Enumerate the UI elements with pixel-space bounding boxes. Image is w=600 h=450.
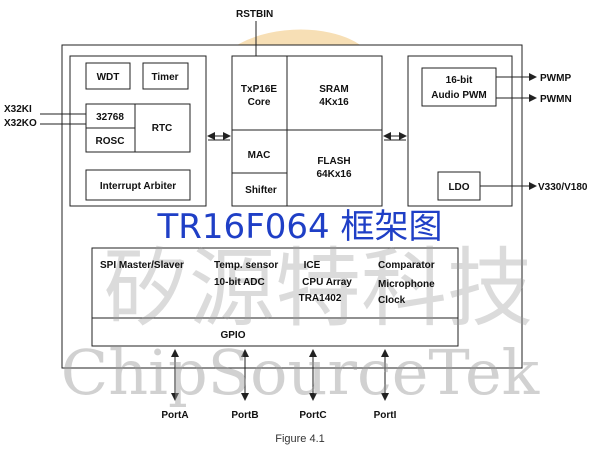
rstbin-label: RSTBIN [236, 9, 273, 20]
sram-label-1: SRAM [319, 84, 348, 95]
spi-label: SPI Master/Slaver [100, 260, 184, 271]
figure-caption: Figure 4.1 [275, 433, 325, 445]
timer-box [142, 62, 189, 90]
x32ki-label: X32KI [4, 104, 32, 115]
bus-arrow-right [383, 132, 407, 141]
cpu-array-label: CPU Array [302, 277, 352, 288]
title-overlay: TR16F064 框架图 [157, 207, 443, 247]
timer-label: Timer [151, 72, 178, 83]
portc-label: PortC [299, 410, 326, 421]
gpio-label: GPIO [220, 330, 245, 341]
wdt-label: WDT [97, 72, 120, 83]
adc-label: 10-bit ADC [214, 277, 265, 288]
osc-32768-label: 32768 [96, 112, 124, 123]
shifter-label: Shifter [245, 185, 277, 196]
pwmn-label: PWMN [540, 94, 572, 105]
tra-label: TRA1402 [299, 293, 342, 304]
portb-label: PortB [231, 410, 258, 421]
core-label-2: Core [248, 97, 271, 108]
comparator-label: Comparator [378, 260, 435, 271]
wdt-box [85, 62, 131, 90]
watermark-en: ChipSourceTek [61, 336, 540, 409]
rtc-box [134, 103, 191, 153]
flash-label-1: FLASH [317, 156, 350, 167]
pwm-label-1: 16-bit [446, 75, 473, 86]
rosc-label: ROSC [96, 136, 125, 147]
center-block [231, 55, 383, 207]
vout-label: V330/V180 [538, 182, 588, 193]
interrupt-arbiter-label: Interrupt Arbiter [100, 181, 176, 192]
audio-pwm-box [421, 67, 497, 107]
ldo-label: LDO [448, 182, 469, 193]
bus-arrow-left [207, 132, 231, 141]
clock-label: Clock [378, 295, 406, 306]
watermark-cn: 矽源特科技 [103, 239, 533, 339]
mac-label: MAC [248, 150, 271, 161]
rtc-label: RTC [152, 123, 173, 134]
flash-label-2: 64Kx16 [316, 169, 351, 180]
pwm-label-2: Audio PWM [431, 90, 487, 101]
ice-label: ICE [304, 260, 321, 271]
temp-label: Temp. sensor [214, 260, 278, 271]
sram-label-2: 4Kx16 [319, 97, 349, 108]
peripheral-block [91, 247, 459, 347]
microphone-label: Microphone [378, 279, 435, 290]
porti-label: PortI [374, 410, 397, 421]
core-label-1: TxP16E [241, 84, 277, 95]
interrupt-arbiter-box [85, 169, 191, 201]
x32ko-label: X32KO [4, 118, 37, 129]
porta-label: PortA [161, 410, 188, 421]
pwmp-label: PWMP [540, 73, 571, 84]
